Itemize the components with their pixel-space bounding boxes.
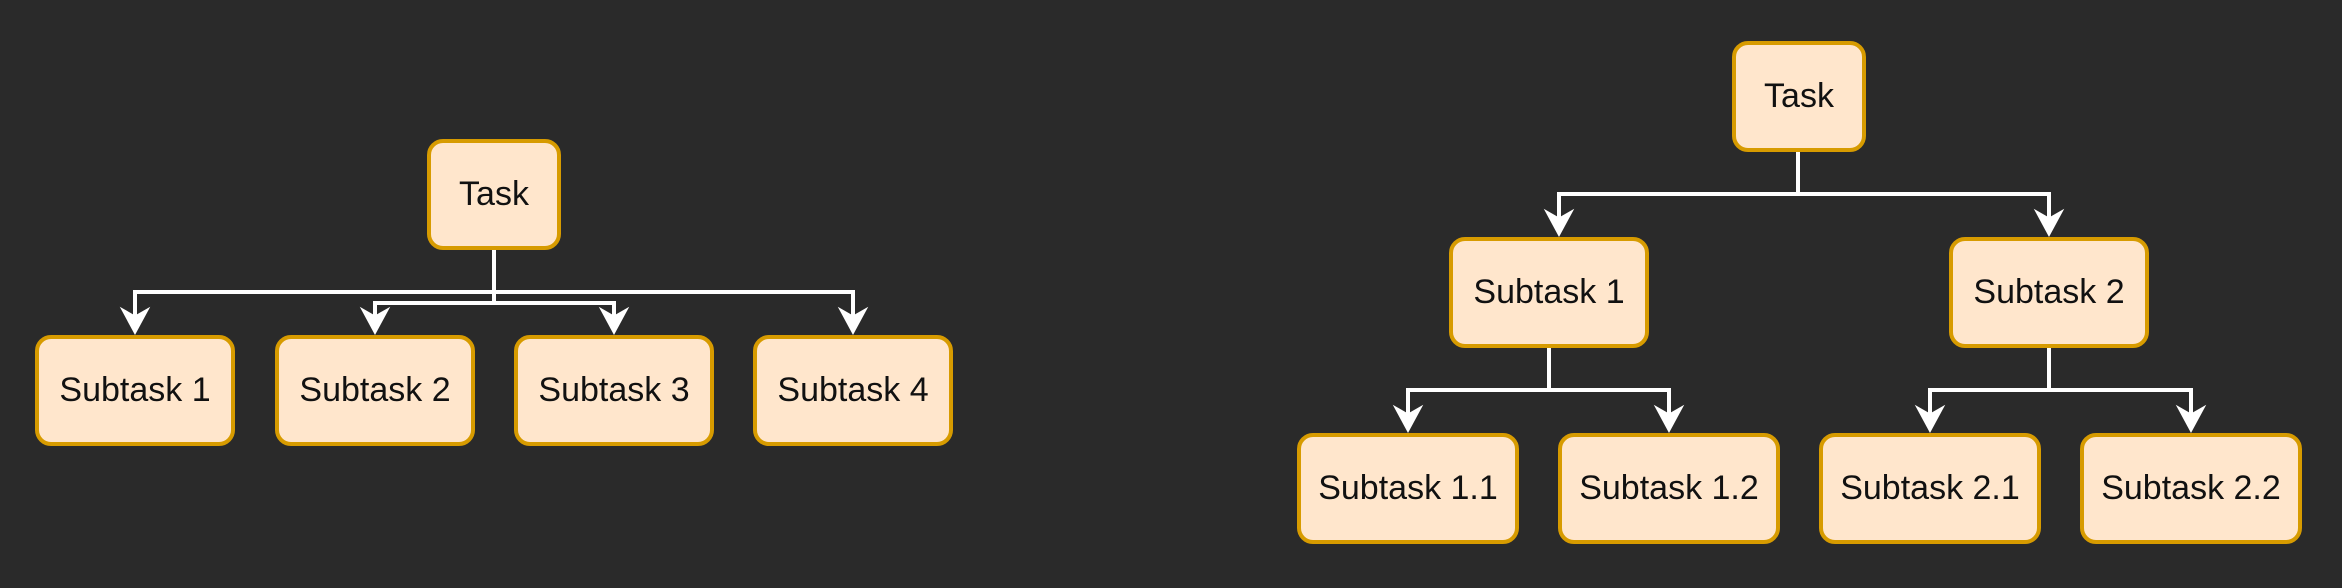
edge-right-root-to-subtask-2 [1798,192,2051,224]
arrowhead-left-subtask-3 [598,306,630,336]
edge-right-subtask-2-to-2-1 [1928,388,2049,420]
edge-right-subtask-1-to-1-2 [1549,388,1671,420]
arrowhead-left-subtask-4 [837,306,869,336]
arrowhead-right-subtask-2 [2033,208,2065,238]
left-subtask-1-node[interactable]: Subtask 1 [35,335,235,446]
left-subtask-4-label: Subtask 4 [777,371,928,409]
right-subtask-1-2-node[interactable]: Subtask 1.2 [1558,433,1780,544]
edge-right-root-to-subtask-1 [1557,192,1798,224]
edge-right-subtask-1-to-1-1 [1406,388,1549,420]
arrowhead-right-subtask-1-2 [1653,404,1685,434]
arrowhead-right-subtask-1-1 [1392,404,1424,434]
right-subtask-2-1-label: Subtask 2.1 [1840,469,2020,507]
edge-left-root-to-subtask-1 [133,290,494,322]
edge-right-subtask-2-to-2-2 [2049,388,2193,420]
arrowhead-right-subtask-2-1 [1914,404,1946,434]
right-subtask-2-label: Subtask 2 [1973,273,2124,311]
right-subtask-2-2-node[interactable]: Subtask 2.2 [2080,433,2302,544]
edge-left-root-to-subtask-3 [494,301,616,322]
arrowhead-right-subtask-2-2 [2175,404,2207,434]
left-subtask-2-node[interactable]: Subtask 2 [275,335,475,446]
arrowhead-left-subtask-1 [119,306,151,336]
arrowhead-right-subtask-1 [1543,208,1575,238]
left-root-node[interactable]: Task [427,139,561,250]
left-subtask-3-node[interactable]: Subtask 3 [514,335,714,446]
left-tree-edges [119,248,869,336]
right-root-label: Task [1764,77,1835,115]
right-tree-nodes: Task Subtask 1 Subtask 2 Subtask 1.1 Sub… [1297,41,2302,544]
edge-left-root-to-subtask-2 [373,301,494,322]
right-root-node[interactable]: Task [1732,41,1866,152]
right-subtask-2-node[interactable]: Subtask 2 [1949,237,2149,348]
right-subtask-1-2-label: Subtask 1.2 [1579,469,1759,507]
right-subtask-2-1-node[interactable]: Subtask 2.1 [1819,433,2041,544]
right-subtask-1-1-label: Subtask 1.1 [1318,469,1498,507]
right-subtask-1-node[interactable]: Subtask 1 [1449,237,1649,348]
left-subtask-2-label: Subtask 2 [299,371,450,409]
left-subtask-4-node[interactable]: Subtask 4 [753,335,953,446]
left-root-label: Task [459,175,530,213]
edge-left-root-to-subtask-4 [494,290,855,322]
arrowhead-left-subtask-2 [359,306,391,336]
left-subtask-3-label: Subtask 3 [538,371,689,409]
right-subtask-2-2-label: Subtask 2.2 [2101,469,2281,507]
right-subtask-1-1-node[interactable]: Subtask 1.1 [1297,433,1519,544]
left-tree-nodes: Task Subtask 1 Subtask 2 Subtask 3 Subta… [35,139,953,446]
right-subtask-1-label: Subtask 1 [1473,273,1624,311]
right-tree-edges [1392,151,2207,434]
left-subtask-1-label: Subtask 1 [59,371,210,409]
